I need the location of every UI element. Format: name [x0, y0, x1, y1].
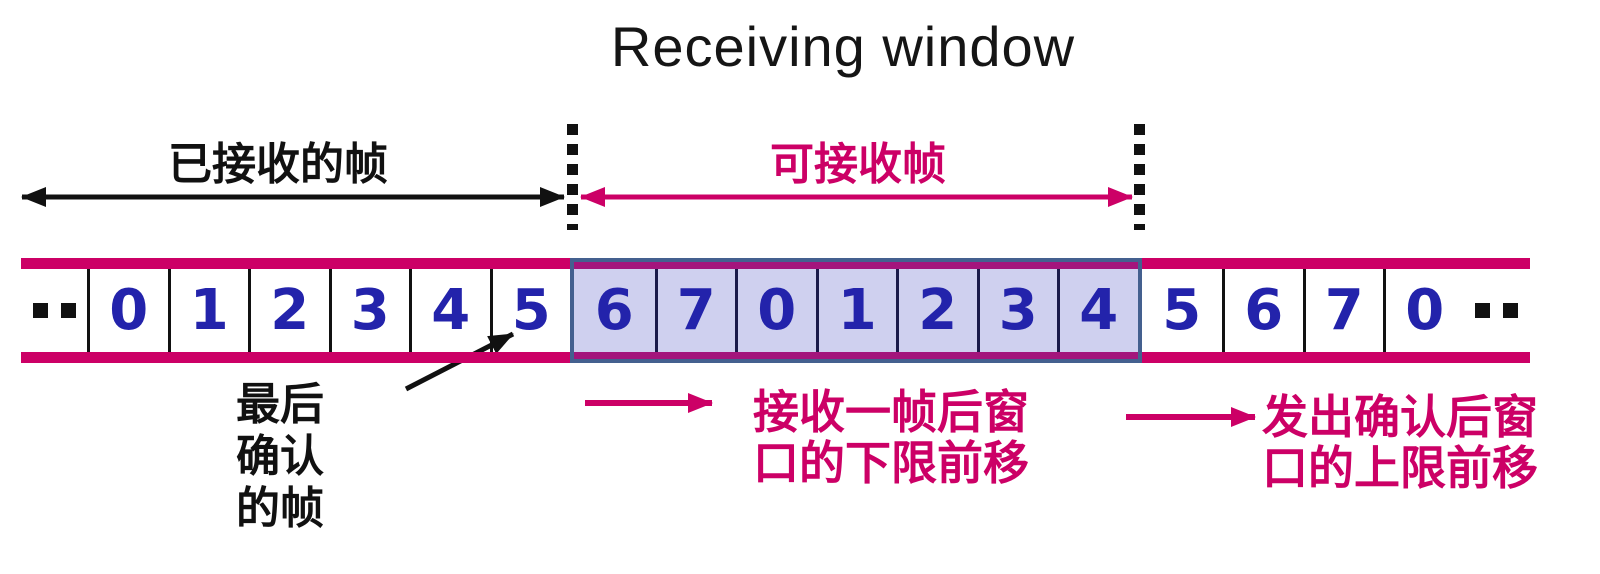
page-title: Receiving window: [610, 15, 1076, 78]
last-ack-line3: 的帧: [236, 483, 324, 534]
frame-cell: 3: [976, 269, 1058, 352]
upper-bound-line2: 口的上限前移: [1262, 441, 1538, 495]
frame-cell: 1: [815, 269, 897, 352]
upper-bound-shift-label: 发出确认后窗 口的上限前移: [1262, 392, 1538, 494]
dot-icon: [1503, 303, 1518, 318]
frame-cell: 0: [735, 269, 816, 352]
frame-cell: 5: [489, 269, 571, 352]
frame-cell: 6: [594, 278, 634, 343]
lower-bound-shift-label: 接收一帧后窗 口的下限前移: [753, 387, 1029, 489]
frame-cell: 2: [896, 269, 977, 352]
frame-cell: 6: [1222, 269, 1303, 352]
dot-icon: [60, 303, 76, 318]
frame-cell: 7: [1302, 269, 1384, 352]
frame-cell: 2: [248, 269, 329, 352]
upper-bound-line1: 发出确认后窗: [1262, 390, 1538, 444]
lower-bound-line2: 口的下限前移: [753, 436, 1029, 490]
window-left-boundary-dotted-line: [567, 124, 578, 230]
frame-cell: 5: [1162, 278, 1202, 343]
continuation-dots-left: [21, 269, 87, 352]
window-right-boundary-dotted-line: [1134, 124, 1145, 230]
continuation-dots-right: [1464, 269, 1530, 352]
last-ack-line1: 最后: [236, 379, 324, 430]
last-ack-line2: 确认: [236, 431, 324, 482]
dot-icon: [32, 303, 48, 318]
frame-cell: 4: [409, 269, 490, 352]
dot-icon: [1475, 303, 1490, 318]
lower-bound-line1: 接收一帧后窗: [753, 385, 1029, 439]
frame-cell: 3: [328, 269, 410, 352]
frame-cell: 7: [654, 269, 736, 352]
frame-cell: 0: [1383, 269, 1464, 352]
frame-cell: 4: [1057, 269, 1138, 352]
last-acknowledged-frame-label: 最后 确认 的帧: [236, 379, 324, 535]
received-frames-label: 已接收的帧: [168, 139, 388, 190]
frame-cell: 1: [167, 269, 249, 352]
frame-cell: 0: [87, 269, 168, 352]
receivable-frames-label: 可接收帧: [770, 139, 946, 190]
